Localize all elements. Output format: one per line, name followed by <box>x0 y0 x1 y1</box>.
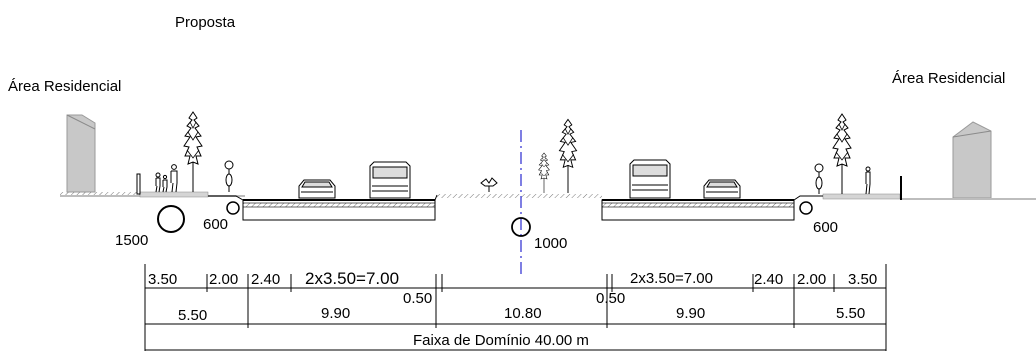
dimension-lines <box>144 264 887 351</box>
car-icon <box>703 179 741 199</box>
dim-l-9.90: 9.90 <box>321 305 350 322</box>
ground-left <box>60 192 142 196</box>
tree-icon <box>183 111 203 193</box>
pipe-label-600-right: 600 <box>813 219 838 236</box>
pipe-label-1000: 1000 <box>534 235 567 252</box>
dim-l-0.50: 0.50 <box>403 290 432 307</box>
dim-l-5.50: 5.50 <box>178 307 207 324</box>
sidewalk-left <box>139 191 209 198</box>
pipe-label-1500: 1500 <box>115 232 148 249</box>
dim-r-5.50: 5.50 <box>836 305 865 322</box>
roadway-right <box>601 195 823 221</box>
sidewalk-right <box>822 193 901 200</box>
dim-r-0.50: 0.50 <box>596 290 625 307</box>
dim-r-3.50: 3.50 <box>848 271 877 288</box>
tree-icon <box>538 152 550 194</box>
tree-icon <box>558 118 578 194</box>
dim-l-2.00: 2.00 <box>209 271 238 288</box>
dim-l-lanes: 2x3.50=7.00 <box>305 269 399 288</box>
pipe-center <box>511 217 531 237</box>
roadway-left <box>208 194 438 221</box>
zone-label-right: Área Residencial <box>892 70 1005 87</box>
dim-mid-10.80: 10.80 <box>504 305 542 322</box>
median-ground <box>437 194 602 198</box>
building-right <box>952 121 992 199</box>
van-icon <box>369 161 411 199</box>
pedestrians-icon <box>155 164 178 193</box>
shrub-icon <box>480 177 498 192</box>
building-left <box>66 114 96 193</box>
pipe-large-left <box>157 205 185 233</box>
van-icon <box>629 159 671 199</box>
pipe-label-600-left: 600 <box>203 216 228 233</box>
total-width-label: Faixa de Domínio 40.00 m <box>413 332 589 349</box>
tree-icon <box>832 113 852 195</box>
cyclist-icon <box>224 160 234 192</box>
pedestrian-icon <box>865 166 871 195</box>
dim-r-lanes: 2x3.50=7.00 <box>630 270 713 287</box>
cyclist-icon <box>814 163 824 194</box>
dim-l-2.40: 2.40 <box>251 271 280 288</box>
dim-l-3.50: 3.50 <box>148 271 177 288</box>
dim-r-2.00: 2.00 <box>797 271 826 288</box>
dim-r-2.40: 2.40 <box>754 271 783 288</box>
dim-r-9.90: 9.90 <box>676 305 705 322</box>
title: Proposta <box>175 14 236 31</box>
pipe-small-left <box>226 201 240 215</box>
pipe-small-right <box>799 201 813 215</box>
zone-label-left: Área Residencial <box>8 78 121 95</box>
car-icon <box>298 179 336 199</box>
